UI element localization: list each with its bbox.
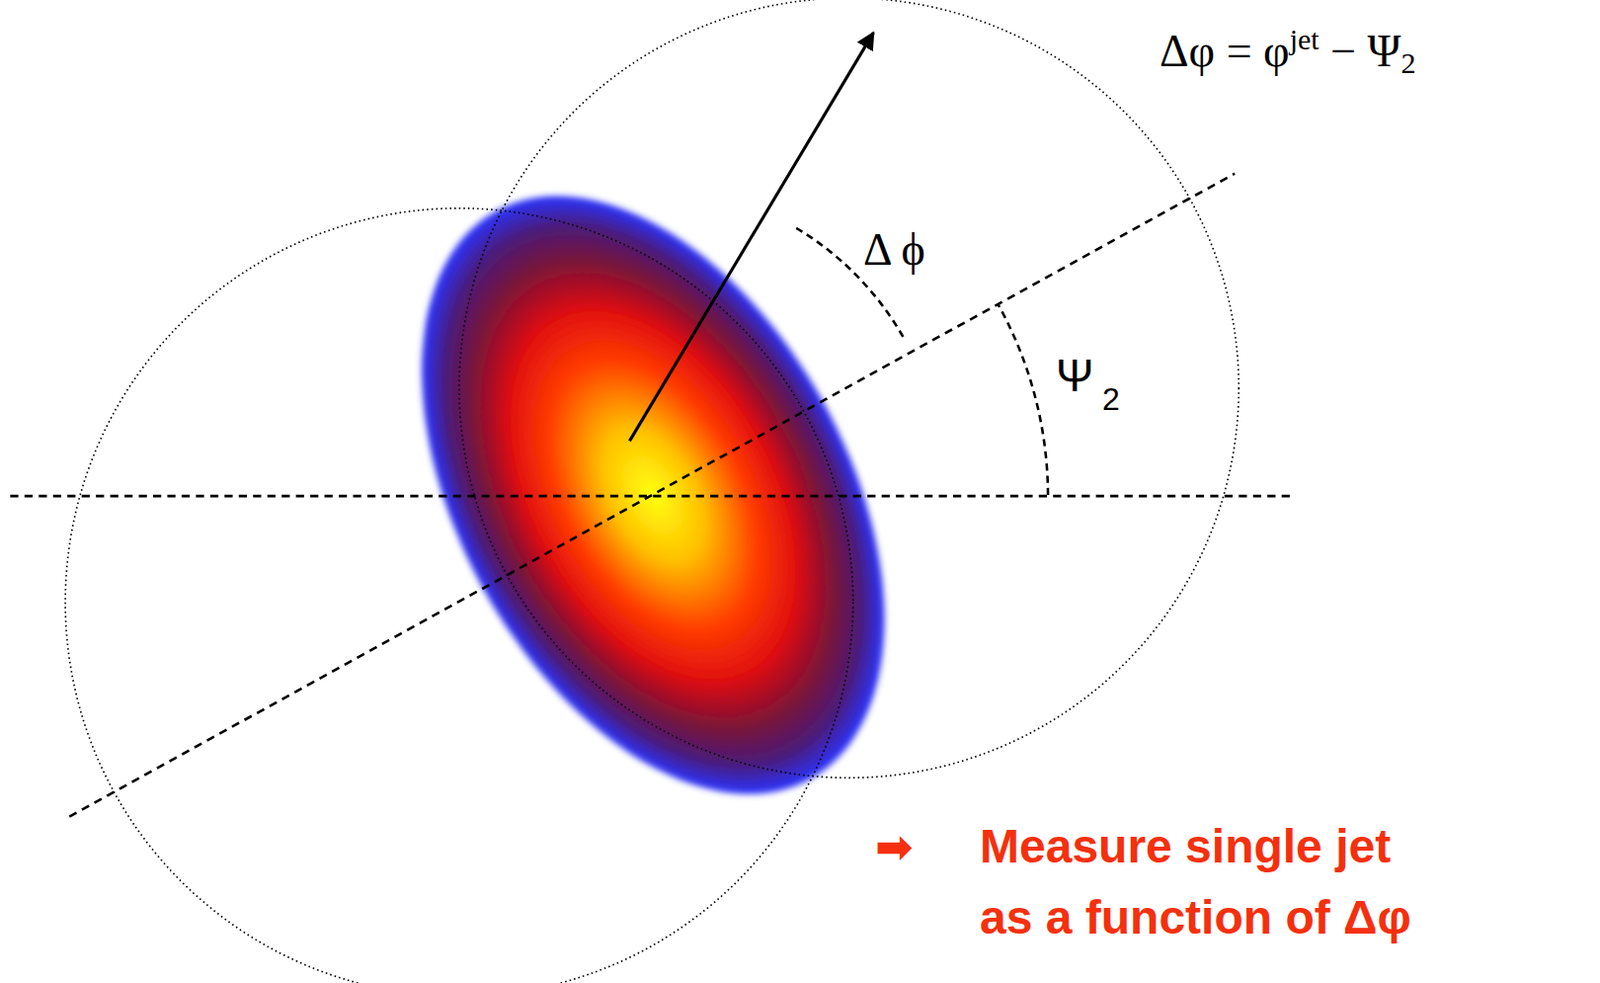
reference-axis <box>9 494 1296 498</box>
formula-subscript: 2 <box>1401 46 1417 80</box>
nucleus-circle <box>459 0 1239 778</box>
formula-superscript: jet <box>1289 22 1320 56</box>
angle-label: Δ ϕ <box>863 225 926 276</box>
note-text: Measure single jet <box>979 820 1391 874</box>
formula: Δφ = φjet − Ψ2 <box>1159 22 1417 80</box>
angle-label: Ψ <box>1055 350 1094 401</box>
jet-arrow <box>629 32 874 441</box>
nucleus-circle <box>65 208 854 983</box>
formula-text: − Ψ <box>1319 25 1402 77</box>
psi2-arc <box>997 304 1048 495</box>
event-plane-axis <box>69 173 1235 817</box>
note-text: as a function of Δφ <box>979 891 1412 945</box>
arrow-symbol: ➡ <box>875 821 914 873</box>
formula-text: Δφ = φ <box>1159 25 1290 77</box>
angle-subscript: 2 <box>1102 382 1120 417</box>
